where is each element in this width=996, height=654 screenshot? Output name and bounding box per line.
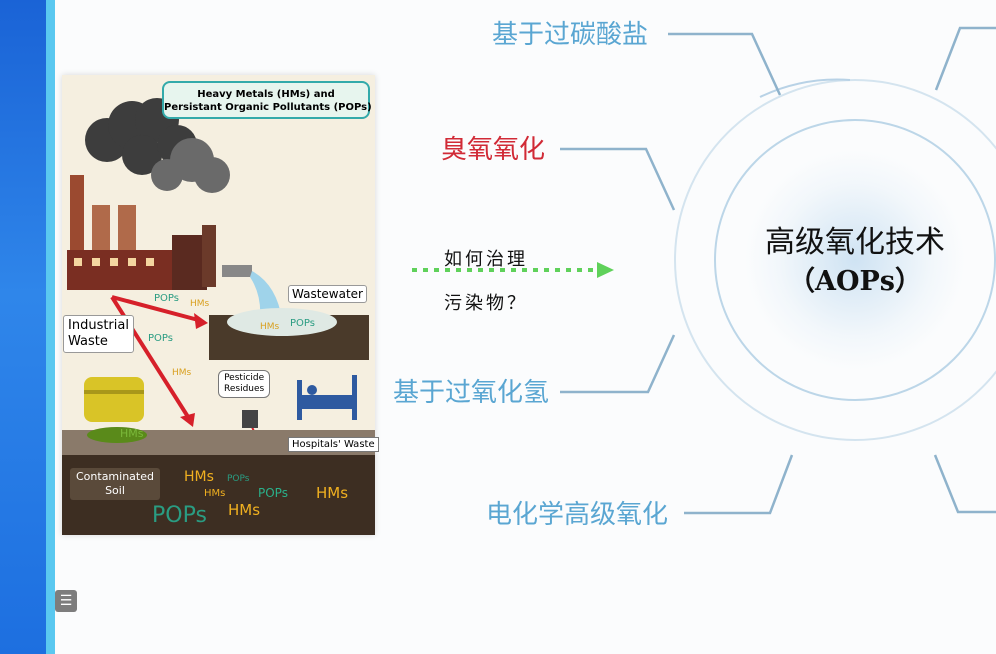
hms-tag: HMs [190, 299, 210, 309]
question-line-1: 如何治理 [444, 249, 528, 270]
pops-tag: POPs [154, 293, 179, 304]
hms-tag: HMs [260, 322, 280, 332]
left-decorative-bar [0, 0, 46, 654]
hms-tag: HMs [316, 484, 349, 502]
hms-tag: HMs [172, 368, 192, 378]
branch-hydrogen-peroxide: 基于过氧化氢 [393, 378, 550, 408]
question-text: 如何治理 污染物？ [444, 238, 528, 326]
connector-lines [560, 26, 996, 515]
center-glow [745, 150, 965, 370]
center-subtitle: （AOPs） [788, 266, 922, 297]
hms-tag: HMs [120, 427, 144, 440]
pollution-infographic: Heavy Metals (HMs) and Persistant Organi… [62, 75, 379, 535]
water-icon [250, 271, 282, 320]
pops-tag: POPs [258, 486, 288, 500]
branch-electrochemical: 电化学高级氧化 [486, 500, 669, 530]
hms-tag: HMs [204, 488, 226, 499]
menu-button[interactable]: ☰ [55, 590, 77, 612]
pops-tag: POPs [148, 333, 173, 344]
pops-tag: POPs [290, 318, 315, 329]
list-icon: ☰ [59, 593, 73, 609]
branch-percarbonate: 基于过碳酸盐 [492, 20, 649, 50]
hms-tag: HMs [184, 469, 214, 485]
hms-tag: HMs [228, 501, 261, 519]
arrow-icon [111, 295, 203, 323]
arrow-head-icon [597, 262, 614, 278]
factory-icon [67, 175, 252, 290]
question-line-2: 污染物？ [444, 293, 528, 314]
pesticide-label: Pesticide Residues [218, 370, 271, 398]
hospitals-label: Hospitals' Waste [288, 437, 379, 452]
pops-tag: POPs [152, 503, 207, 528]
infographic-header: Heavy Metals (HMs) and Persistant Organi… [162, 81, 372, 119]
left-accent-stripe [46, 0, 55, 654]
sprayer-icon [242, 410, 258, 428]
industrial-waste-label: Industrial Waste [63, 315, 134, 353]
pops-tag: POPs [227, 474, 250, 484]
wastewater-label: Wastewater [288, 285, 367, 303]
barrel-icon [84, 377, 144, 422]
soil-label: Contaminated Soil [70, 468, 160, 500]
hospital-bed-icon [297, 375, 357, 420]
branch-ozone: 臭氧氧化 [441, 135, 546, 165]
center-title: 高级氧化技术 [765, 225, 945, 260]
